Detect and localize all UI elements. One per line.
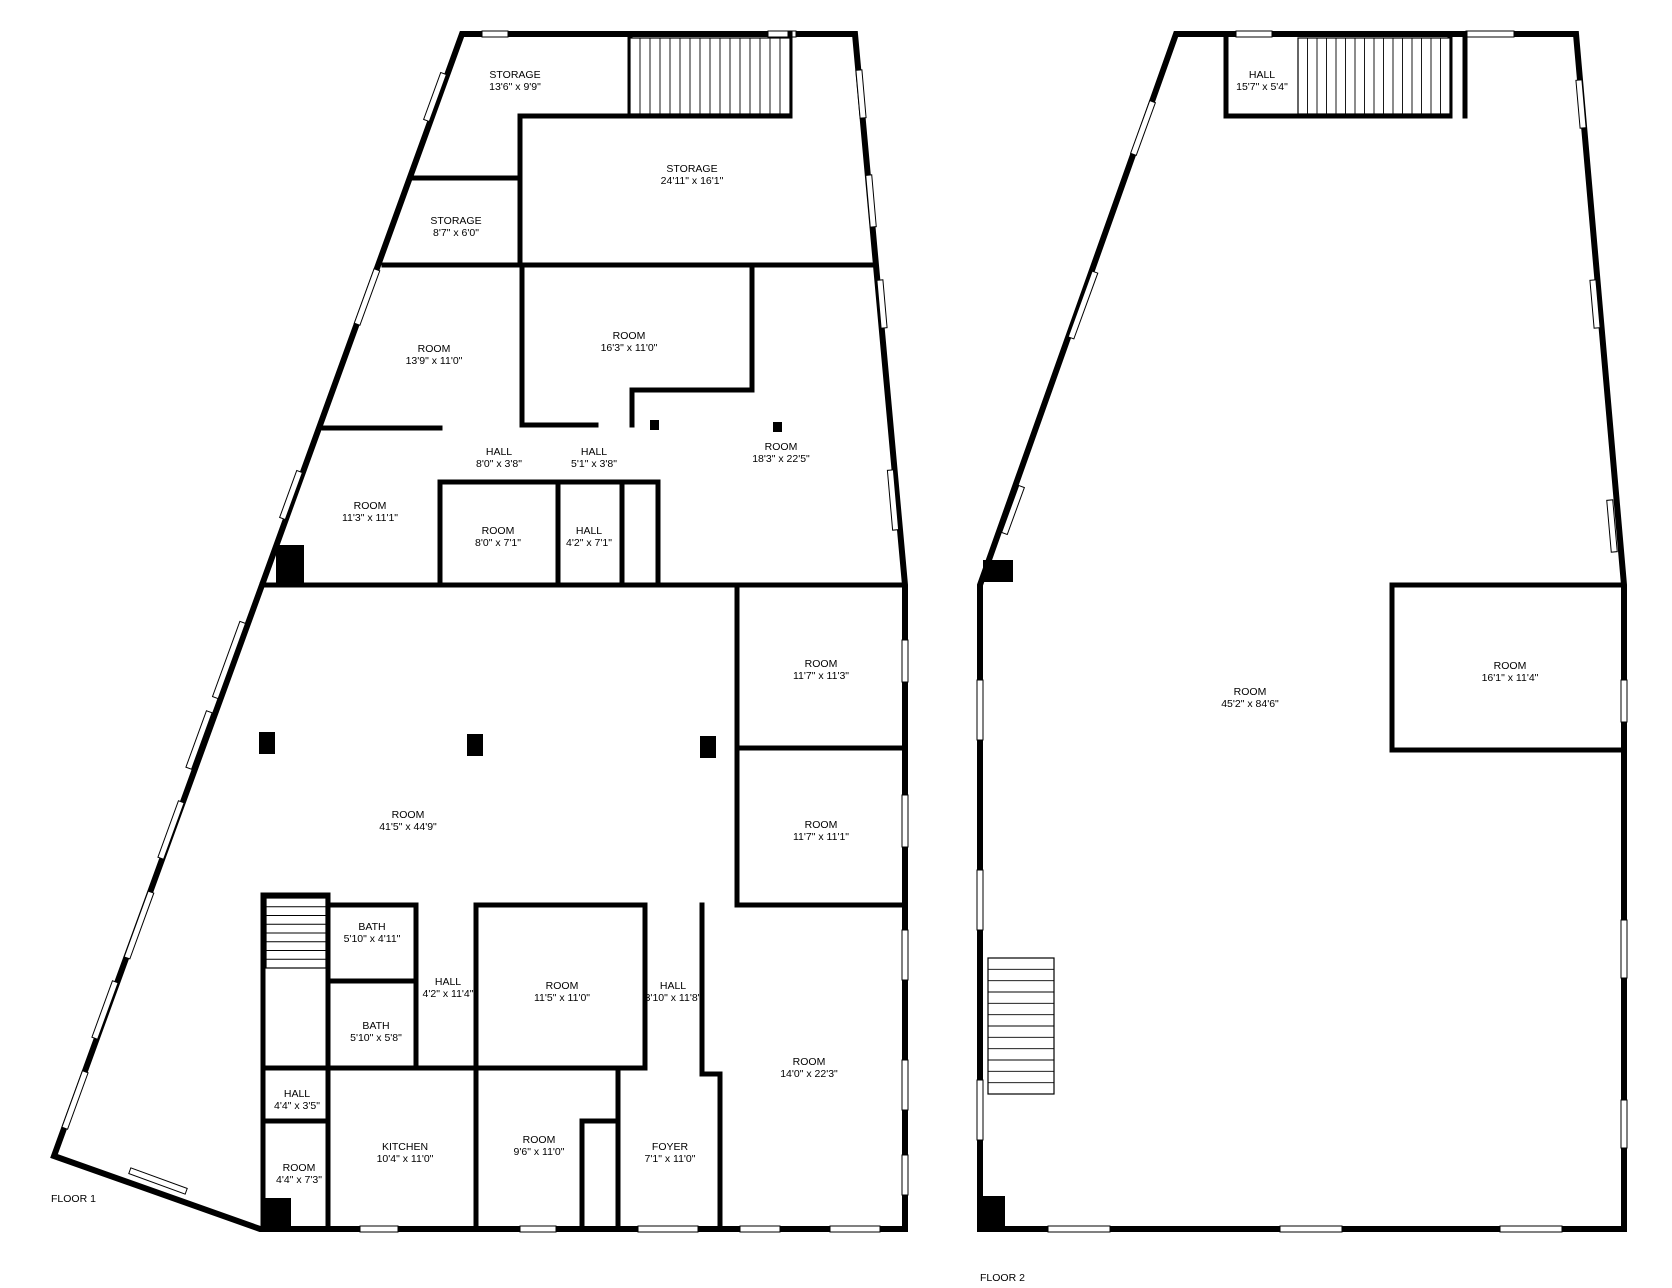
room-size: 11'3" x 11'1": [342, 512, 398, 524]
floor-2-interior-walls: [1223, 31, 1627, 753]
room-name: HALL: [660, 980, 686, 992]
room-name: HALL: [435, 976, 461, 988]
room-size: 15'7" x 5'4": [1236, 81, 1288, 93]
room-name: HALL: [486, 446, 512, 458]
room-size: 3'10" x 11'8": [645, 992, 702, 1004]
floor-1-windows: [61, 30, 909, 1233]
floor-2-windows: [976, 30, 1628, 1233]
room-name: STORAGE: [489, 69, 540, 81]
room-size: 13'9" x 11'0": [406, 355, 463, 367]
floor-2-plan: HALL 15'7" x 5'4" ROOM 45'2" x 84'6" ROO…: [976, 30, 1628, 1284]
room-name: ROOM: [805, 658, 838, 670]
room-name: ROOM: [523, 1134, 556, 1146]
room-size: 8'7" x 6'0": [433, 227, 479, 239]
room-name: ROOM: [392, 809, 425, 821]
floor-2-stairs-top: [1297, 37, 1451, 115]
room-name: ROOM: [418, 343, 451, 355]
floor-1-outer-wall: [50, 31, 908, 1232]
room-size: 13'6" x 9'9": [489, 81, 541, 93]
floor-2-columns: [983, 560, 1013, 1226]
room-name: BATH: [358, 921, 385, 933]
room-size: 4'2" x 11'4": [423, 988, 474, 1000]
floor-1-interior-walls: [259, 31, 908, 1232]
room-size: 45'2" x 84'6": [1221, 698, 1279, 710]
room-name: ROOM: [546, 980, 579, 992]
room-name: ROOM: [613, 330, 646, 342]
floor-2-outer-wall: [977, 31, 1627, 1232]
room-name: STORAGE: [666, 163, 717, 175]
room-size: 5'10" x 4'11": [344, 933, 401, 945]
room-name: KITCHEN: [382, 1141, 428, 1153]
room-size: 11'7" x 11'3": [793, 670, 849, 682]
room-size: 16'3" x 11'0": [601, 342, 658, 354]
room-size: 24'11" x 16'1": [661, 175, 724, 187]
room-name: BATH: [362, 1020, 389, 1032]
floor-2-stairs-left: [987, 957, 1055, 1095]
room-name: HALL: [1249, 69, 1275, 81]
floor-1-stairs-bottom: [265, 897, 327, 969]
room-size: 18'3" x 22'5": [752, 453, 810, 465]
floor-1-columns: [259, 420, 782, 1228]
room-size: 4'4" x 7'3": [276, 1174, 322, 1186]
room-size: 7'1" x 11'0": [645, 1153, 696, 1165]
room-size: 10'4" x 11'0": [377, 1153, 434, 1165]
room-size: 5'10" x 5'8": [350, 1032, 402, 1044]
room-name: ROOM: [1494, 660, 1527, 672]
floor-2-room-labels: HALL 15'7" x 5'4" ROOM 45'2" x 84'6" ROO…: [1221, 69, 1538, 710]
room-name: FOYER: [652, 1141, 689, 1153]
room-name: STORAGE: [430, 215, 481, 227]
room-size: 4'4" x 3'5": [274, 1100, 320, 1112]
room-name: HALL: [581, 446, 607, 458]
room-size: 11'7" x 11'1": [793, 831, 849, 843]
room-size: 4'2" x 7'1": [566, 537, 612, 549]
room-name: ROOM: [482, 525, 515, 537]
floor-1-room-labels: STORAGE 13'6" x 9'9" STORAGE 24'11" x 16…: [274, 69, 849, 1186]
room-name: ROOM: [765, 441, 798, 453]
room-name: HALL: [576, 525, 602, 537]
room-name: HALL: [284, 1088, 310, 1100]
room-size: 9'6" x 11'0": [514, 1146, 565, 1158]
room-size: 14'0" x 22'3": [780, 1068, 838, 1080]
room-size: 11'5" x 11'0": [534, 992, 590, 1004]
room-name: ROOM: [805, 819, 838, 831]
room-name: ROOM: [354, 500, 387, 512]
room-name: ROOM: [793, 1056, 826, 1068]
room-size: 5'1" x 3'8": [571, 458, 617, 470]
floor-1-stairs-top: [629, 37, 791, 115]
room-size: 41'5" x 44'9": [379, 821, 437, 833]
floor-1-plan: STORAGE 13'6" x 9'9" STORAGE 24'11" x 16…: [50, 30, 909, 1233]
floor-2-label: FLOOR 2: [980, 1272, 1025, 1284]
room-size: 16'1" x 11'4": [1482, 672, 1539, 684]
room-size: 8'0" x 3'8": [476, 458, 522, 470]
room-name: ROOM: [1234, 686, 1267, 698]
room-size: 8'0" x 7'1": [475, 537, 521, 549]
floor-1-label: FLOOR 1: [51, 1193, 96, 1205]
room-name: ROOM: [283, 1162, 316, 1174]
